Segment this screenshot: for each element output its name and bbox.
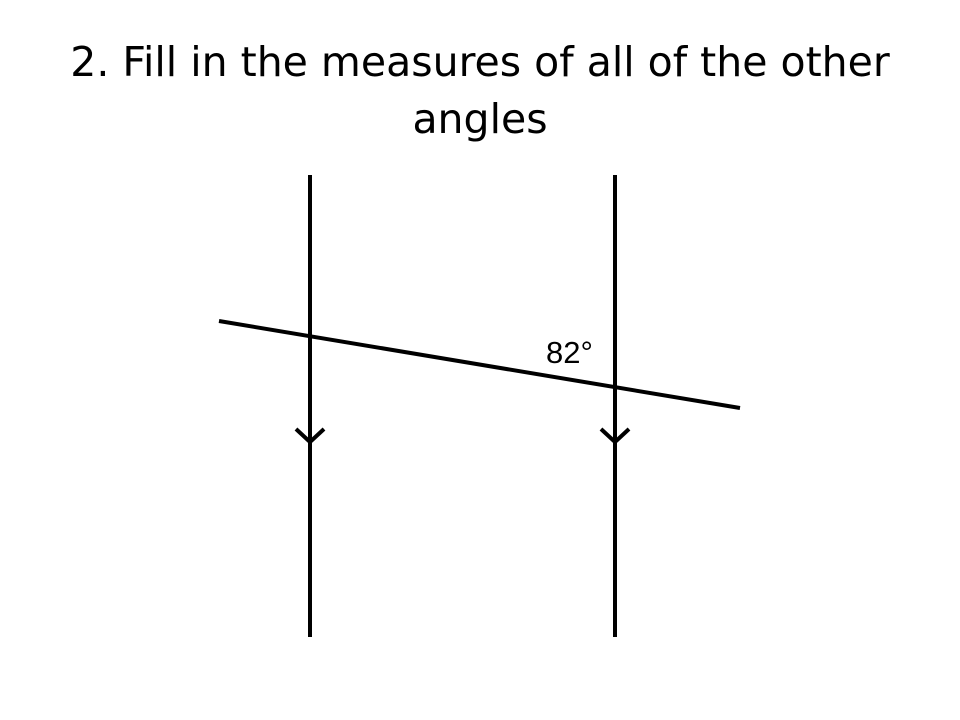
given-angle-label: 82° (546, 335, 593, 370)
parallel-marker-right-icon (599, 427, 631, 445)
slide-title: 2. Fill in the measures of all of the ot… (70, 38, 890, 143)
parallel-marker-left-icon (294, 427, 326, 445)
transversal-line (218, 319, 741, 410)
